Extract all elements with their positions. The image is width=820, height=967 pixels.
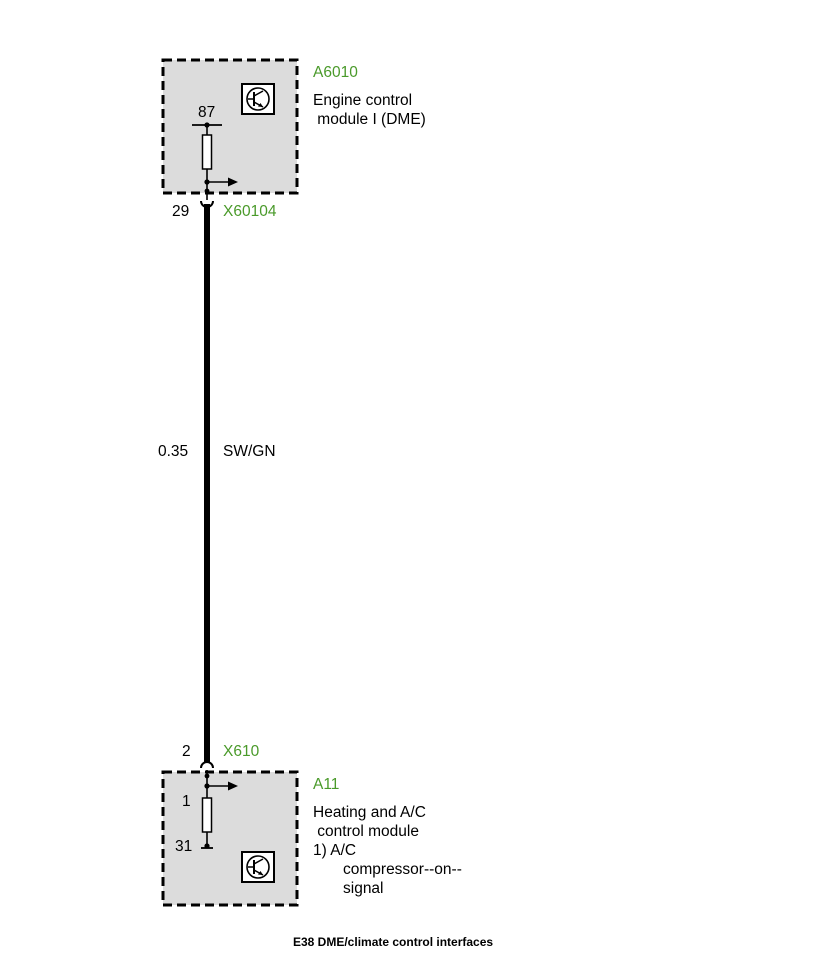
bottom-connector-symbol [200, 761, 214, 769]
top-module-pin-87: 87 [198, 104, 216, 121]
top-internal-circuit [192, 122, 238, 200]
bottom-module-note-line3: signal [343, 880, 384, 897]
bottom-connector-pin: 2 [182, 743, 191, 760]
top-connector-pin: 29 [172, 203, 190, 220]
top-module-name-line2: module I (DME) [313, 111, 426, 128]
bottom-module-pin-1: 1 [182, 793, 191, 810]
wire-color-code: SW/GN [223, 443, 276, 460]
bottom-connector-id: X610 [223, 743, 260, 760]
wire-gauge: 0.35 [158, 443, 189, 460]
bottom-internal-circuit [201, 770, 238, 849]
bottom-module-pin-31: 31 [175, 838, 193, 855]
bottom-module-name-line1: Heating and A/C [313, 804, 426, 821]
top-module-id: A6010 [313, 64, 358, 81]
top-module-name-line1: Engine control [313, 92, 413, 109]
transistor-symbol-icon [241, 851, 275, 883]
transistor-symbol-icon [241, 83, 275, 115]
bottom-module-note-line1: 1) A/C [313, 842, 357, 859]
bottom-module-name-line2: control module [313, 823, 419, 840]
bottom-module-id: A11 [313, 776, 340, 793]
diagram-caption: E38 DME/climate control interfaces [293, 935, 494, 949]
engine-control-module-box [161, 58, 299, 195]
top-connector-id: X60104 [223, 203, 277, 220]
bottom-module-note-line2: compressor--on-- [343, 861, 462, 878]
